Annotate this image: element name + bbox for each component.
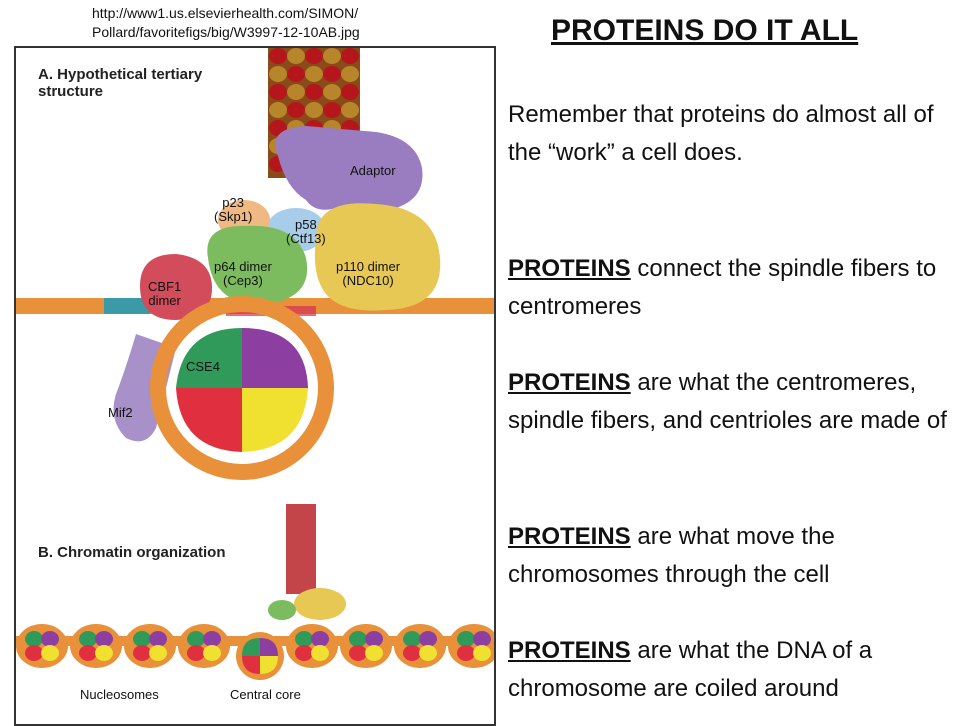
tubulin-bead <box>287 66 305 82</box>
p64-protein <box>207 225 308 305</box>
nucleosome-bead <box>124 624 176 668</box>
source-url-line-2: Pollard/favoritefigs/big/W3997-12-10AB.j… <box>92 24 360 40</box>
cse4-label: CSE4 <box>186 359 220 374</box>
kinetochore-figure: A. Hypothetical tertiary structure B. Ch… <box>14 46 496 726</box>
tubulin-bead <box>269 84 287 100</box>
p23-label: p23 (Skp1) <box>214 195 253 224</box>
panel-b-fiber <box>286 504 316 594</box>
nucleosome-bead <box>340 624 392 668</box>
nucleosome-ring <box>150 296 334 480</box>
tubulin-bead <box>305 66 323 82</box>
adaptor-label: Adaptor <box>350 163 396 178</box>
panel-b-p64 <box>268 600 296 620</box>
point-structures-made-of: PROTEINS are what the centromeres, spind… <box>508 364 954 440</box>
nucleosome-bead <box>16 624 68 668</box>
tubulin-bead <box>323 102 341 118</box>
tubulin-bead <box>305 48 323 64</box>
point-text: are what the centromeres, spindle fibers… <box>508 369 947 434</box>
nucleosome-bead <box>394 624 446 668</box>
mif2-label: Mif2 <box>108 405 133 420</box>
slide-title: PROTEINS DO IT ALL <box>551 14 859 47</box>
cbf1-protein <box>140 254 212 320</box>
tubulin-bead <box>269 66 287 82</box>
nucleosome-bead <box>448 624 494 668</box>
nucleosomes-label: Nucleosomes <box>80 687 159 702</box>
tubulin-bead <box>287 84 305 100</box>
tubulin-bead <box>341 102 359 118</box>
point-text: are what move the chromosomes through th… <box>508 523 835 588</box>
point-text: are what the DNA of a chromosome are coi… <box>508 637 873 702</box>
tubulin-bead <box>269 102 287 118</box>
nucleosome-bead <box>70 624 122 668</box>
central-core-label: Central core <box>230 687 301 702</box>
panel-b-p110 <box>294 588 346 620</box>
point-text: connect the spindle fibers to centromere… <box>508 255 937 320</box>
tubulin-bead <box>269 48 287 64</box>
point-dna-coiling: PROTEINS are what the DNA of a chromosom… <box>508 632 954 708</box>
tubulin-bead <box>305 84 323 100</box>
point-move-chromosomes: PROTEINS are what move the chromosomes t… <box>508 518 954 594</box>
panel-a-title: A. Hypothetical tertiary structure <box>38 66 203 100</box>
point-spindle-connection: PROTEINS connect the spindle fibers to c… <box>508 250 954 326</box>
p110-protein <box>314 203 441 311</box>
cbf1-label: CBF1 dimer <box>148 279 182 308</box>
tubulin-bead <box>323 84 341 100</box>
p58-label: p58 (Ctf13) <box>286 217 326 246</box>
tubulin-bead <box>287 48 305 64</box>
tubulin-bead <box>341 84 359 100</box>
point-keyword: PROTEINS <box>508 637 631 664</box>
tubulin-bead <box>323 48 341 64</box>
intro-paragraph: Remember that proteins do almost all of … <box>508 101 934 166</box>
tubulin-bead <box>323 66 341 82</box>
tubulin-bead <box>287 102 305 118</box>
nucleosome-bead <box>178 624 230 668</box>
cse4-histone <box>176 328 308 452</box>
panel-b-title: B. Chromatin organization <box>38 544 226 561</box>
tubulin-bead <box>341 48 359 64</box>
tubulin-bead <box>305 102 323 118</box>
p110-label: p110 dimer (NDC10) <box>336 259 401 288</box>
kinetochore-illustration <box>16 48 494 680</box>
source-url-line-1: http://www1.us.elsevierhealth.com/SIMON/ <box>92 5 359 21</box>
adaptor-protein <box>275 126 423 210</box>
tubulin-bead <box>341 66 359 82</box>
point-keyword: PROTEINS <box>508 255 631 282</box>
dna-teal-segment <box>104 298 150 314</box>
point-keyword: PROTEINS <box>508 523 631 550</box>
p64-label: p64 dimer (Cep3) <box>214 259 272 288</box>
point-keyword: PROTEINS <box>508 369 631 396</box>
nucleosome-bead <box>286 624 338 668</box>
figure-source-url: http://www1.us.elsevierhealth.com/SIMON/… <box>92 4 412 42</box>
central-core-histone <box>242 638 278 674</box>
